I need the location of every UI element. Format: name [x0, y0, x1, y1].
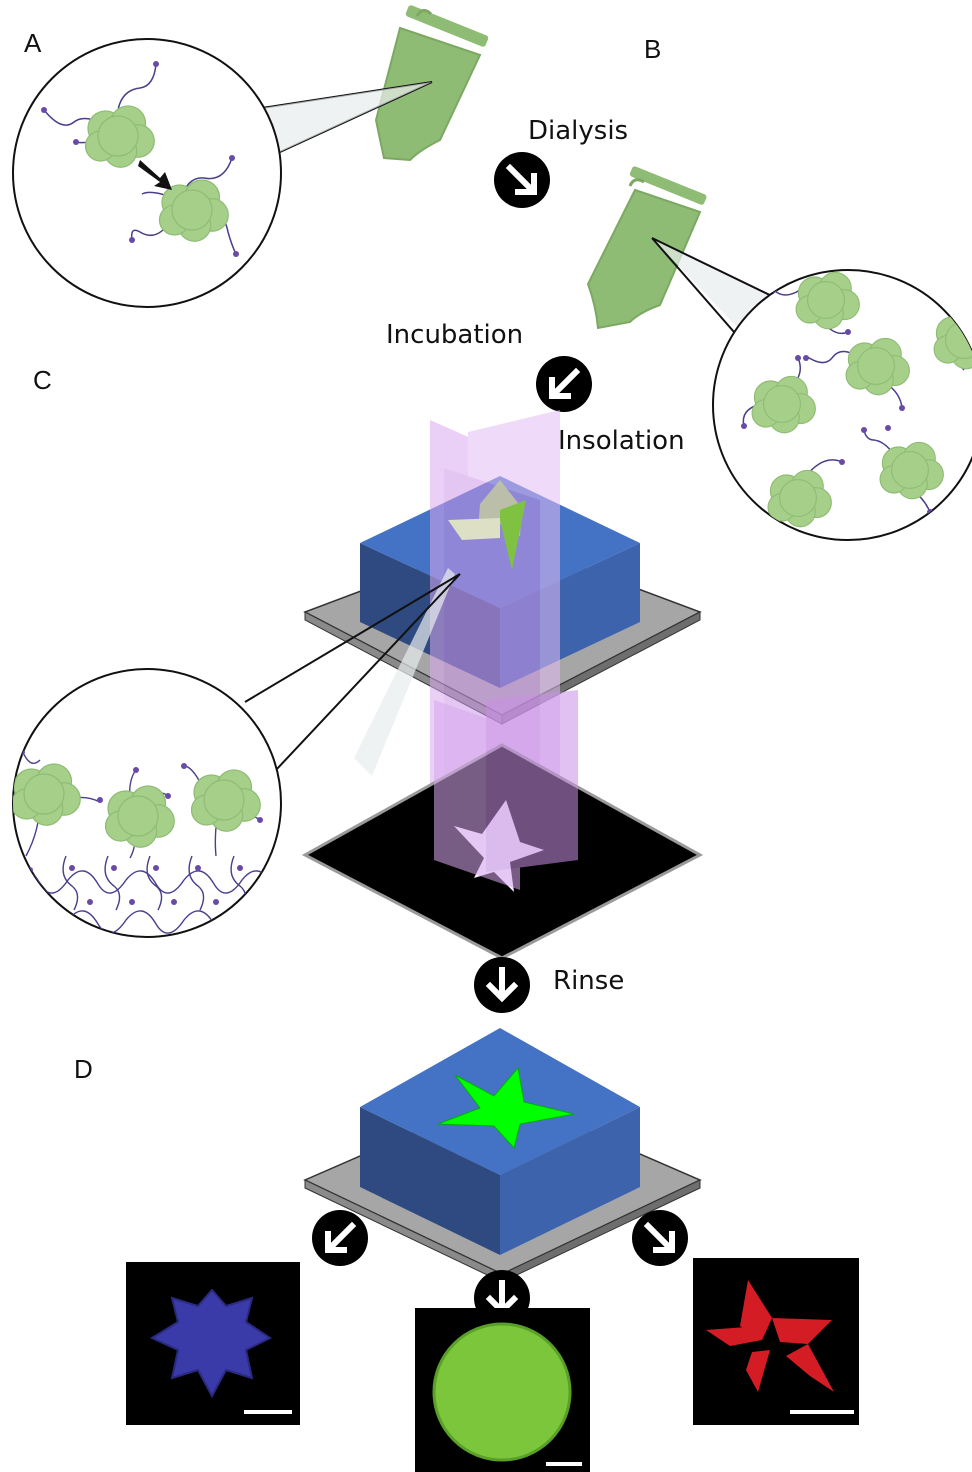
- micrograph-green: [415, 1308, 590, 1472]
- step-label-incubation: Incubation: [386, 320, 524, 350]
- zoom-line-c1: [244, 573, 461, 703]
- step-label-insolation: Insolation: [558, 426, 685, 456]
- dialysis-arrow-icon: [494, 152, 550, 208]
- scale-bar: [546, 1462, 582, 1466]
- zoom-cone-a: [262, 82, 432, 152]
- zoom-circle-a: [12, 38, 282, 308]
- uv-beam-lower: [434, 690, 578, 890]
- zoom-line-b2: [651, 237, 735, 333]
- patterned-star: [437, 1066, 575, 1150]
- panel-label-b: B: [644, 34, 662, 64]
- micrograph-blue: [126, 1262, 300, 1425]
- uv-star-top: [448, 480, 526, 570]
- step-label-dialysis: Dialysis: [528, 116, 629, 146]
- panel-label-c: C: [33, 365, 52, 395]
- micrograph-red: [693, 1258, 859, 1425]
- tube-b-icon: [586, 166, 707, 330]
- zoom-line-b1: [651, 237, 781, 301]
- tube-a-icon: [374, 5, 489, 162]
- result-arrow-left-icon: [312, 1210, 368, 1266]
- result-arrow-right-icon: [632, 1210, 688, 1266]
- zoom-line-c2: [275, 573, 461, 771]
- rinse-arrow-icon: [474, 957, 530, 1013]
- zoom-content-a: [41, 61, 239, 257]
- scale-bar: [790, 1410, 854, 1414]
- scale-bar: [244, 1410, 292, 1414]
- step-label-rinse: Rinse: [553, 966, 625, 996]
- panel-label-d: D: [74, 1054, 93, 1084]
- incubation-arrow-icon: [536, 356, 592, 412]
- panel-label-a: A: [24, 28, 42, 58]
